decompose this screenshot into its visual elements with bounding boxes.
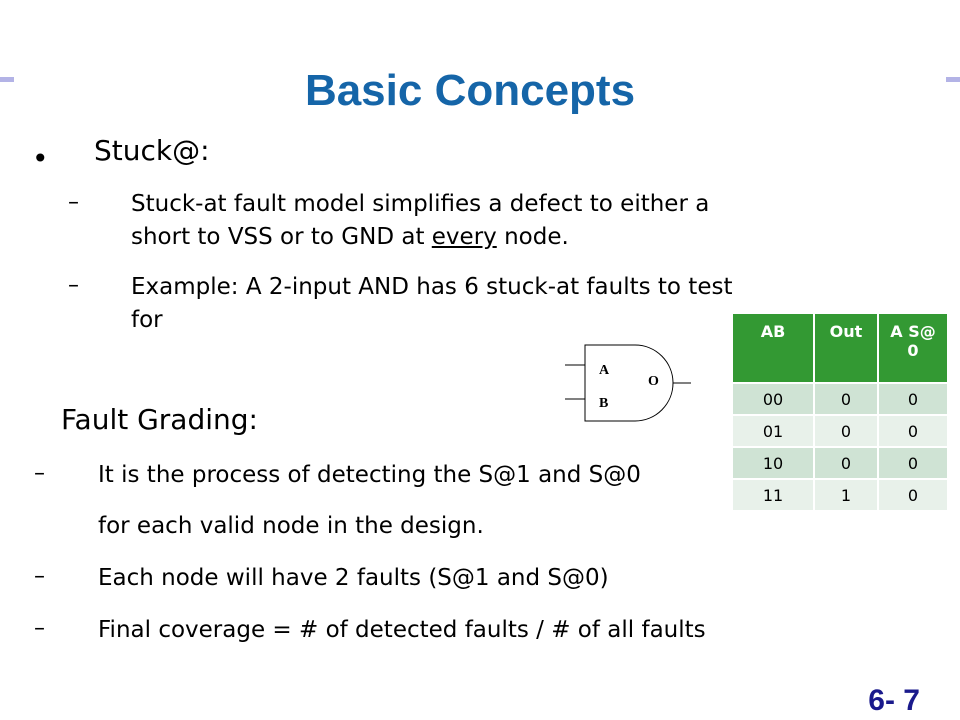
gate-label-a: A <box>599 363 610 378</box>
stuck-item-1-dash: – <box>68 190 79 215</box>
grading-item-1-line2: for each valid node in the design. <box>98 513 484 539</box>
table-cell: 10 <box>733 447 815 480</box>
table-row: 10 0 0 <box>733 447 949 480</box>
gate-label-b: B <box>599 396 608 411</box>
stuck-item-2-line1: Example: A 2-input AND has 6 stuck-at fa… <box>131 274 733 300</box>
header-out: Out <box>814 314 879 384</box>
table-row: 00 0 0 <box>733 383 949 416</box>
grading-item-3-line1: Final coverage = # of detected faults / … <box>98 617 706 643</box>
stuck-item-2-line2: for <box>131 307 163 333</box>
and-gate-body <box>584 344 674 422</box>
grading-item-1-line1: It is the process of detecting the S@1 a… <box>98 462 641 488</box>
table-row: 01 0 0 <box>733 415 949 448</box>
table-cell: 0 <box>814 415 879 448</box>
table-cell: 0 <box>878 479 949 512</box>
table-cell: 01 <box>733 415 815 448</box>
stuck-item-1-line1: Stuck-at fault model simplifies a defect… <box>131 191 710 217</box>
gate-label-o: O <box>648 374 659 389</box>
slide-number: 6- 7 <box>868 684 920 717</box>
truth-table-header-row: AB Out A S@ 0 <box>733 314 949 384</box>
header-a-s0: A S@ 0 <box>878 314 949 384</box>
stuck-item-2-dash: – <box>68 273 79 298</box>
table-cell: 00 <box>733 383 815 416</box>
grading-item-2-dash: – <box>34 564 45 589</box>
left-edge-marker <box>0 77 14 82</box>
grading-item-2-line1: Each node will have 2 faults (S@1 and S@… <box>98 565 609 591</box>
right-edge-marker <box>946 77 960 82</box>
grading-item-1-dash: – <box>34 461 45 486</box>
stuck-heading: Stuck@: <box>94 134 210 167</box>
table-cell: 0 <box>878 447 949 480</box>
table-cell: 0 <box>814 447 879 480</box>
truth-table: AB Out A S@ 0 00 0 0 01 0 0 10 0 0 11 1 … <box>733 314 949 512</box>
grading-item-3-dash: – <box>34 616 45 641</box>
stuck-item-1-line2: short to VSS or to GND at every node. <box>131 224 569 250</box>
slide-title: Basic Concepts <box>304 66 636 115</box>
fault-grading-heading: Fault Grading: <box>61 403 258 436</box>
header-ab: AB <box>733 314 815 384</box>
and-gate-diagram: A B O <box>565 344 691 422</box>
underlined-word: every <box>431 224 497 250</box>
table-row: 11 1 0 <box>733 479 949 512</box>
table-cell: 0 <box>814 383 879 416</box>
table-cell: 11 <box>733 479 815 512</box>
table-cell: 1 <box>814 479 879 512</box>
bullet-stuck: • <box>32 142 49 175</box>
table-cell: 0 <box>878 415 949 448</box>
table-cell: 0 <box>878 383 949 416</box>
